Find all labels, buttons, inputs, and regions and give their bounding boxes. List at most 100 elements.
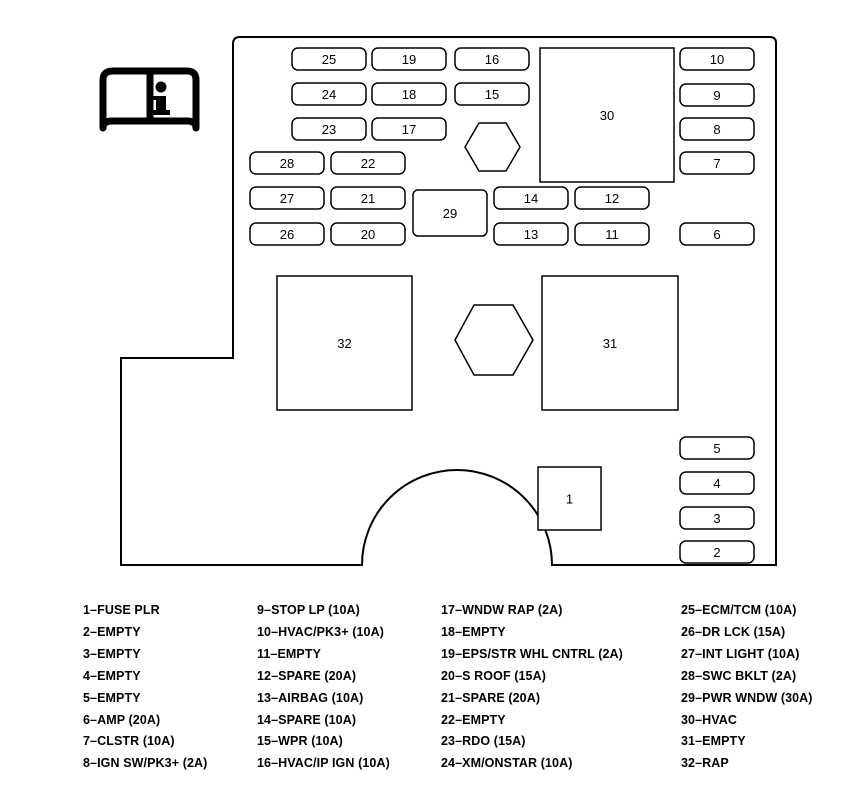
relay-1: 1: [537, 466, 602, 531]
relay-label: 1: [566, 492, 573, 507]
legend-entry: 10–HVAC/PK3+ (10A): [257, 624, 384, 639]
legend-entry: 15–WPR (10A): [257, 734, 343, 749]
fuse-label: 3: [713, 511, 720, 526]
legend-entry: 30–HVAC: [681, 712, 738, 727]
fuse-22: 22: [330, 151, 406, 175]
fuse-label: 19: [402, 52, 416, 67]
fuse-23: 23: [291, 117, 367, 141]
legend-entry: 24–XM/ONSTAR (10A): [441, 756, 573, 771]
fuse-label: 10: [710, 52, 724, 67]
fuse-12: 12: [574, 186, 650, 210]
relay-30: 30: [539, 47, 675, 183]
fuse-label: 23: [322, 122, 336, 137]
legend-entry: 27–INT LIGHT (10A): [681, 646, 800, 661]
fuse-label: 17: [402, 122, 416, 137]
fuse-label: 7: [713, 156, 720, 171]
fuse-label: 12: [605, 191, 619, 206]
fuse-label: 28: [280, 156, 294, 171]
relay-label: 30: [600, 108, 614, 123]
fuse-6: 6: [679, 222, 755, 246]
hex-bolt-lower: [454, 304, 534, 376]
fuse-3: 3: [679, 506, 755, 530]
owner-manual-info-icon: [99, 67, 200, 132]
fuse-2: 2: [679, 540, 755, 564]
fuse-label: 9: [713, 88, 720, 103]
legend-entry: 28–SWC BKLT (2A): [681, 668, 797, 683]
fuse-14: 14: [493, 186, 569, 210]
fuse-label: 22: [361, 156, 375, 171]
fuse-4: 4: [679, 471, 755, 495]
fuse-5: 5: [679, 436, 755, 460]
fuse-20: 20: [330, 222, 406, 246]
legend-entry: 14–SPARE (10A): [257, 712, 357, 727]
legend-entry: 8–IGN SW/PK3+ (2A): [83, 756, 208, 771]
fuse-label: 13: [524, 227, 538, 242]
fuse-28: 28: [249, 151, 325, 175]
legend-entry: 32–RAP: [681, 756, 729, 771]
legend-entry: 6–AMP (20A): [83, 712, 161, 727]
fuse-21: 21: [330, 186, 406, 210]
legend-entry: 21–SPARE (20A): [441, 690, 541, 705]
fuse-label: 8: [713, 122, 720, 137]
legend-entry: 16–HVAC/IP IGN (10A): [257, 756, 390, 771]
legend-entry: 25–ECM/TCM (10A): [681, 603, 797, 617]
legend-entry: 17–WNDW RAP (2A): [441, 603, 563, 617]
legend-entry: 31–EMPTY: [681, 734, 746, 749]
fuse-13: 13: [493, 222, 569, 246]
fuse-18: 18: [371, 82, 447, 106]
fuse-label: 15: [485, 87, 499, 102]
fuse-label: 14: [524, 191, 538, 206]
fuse-label: 16: [485, 52, 499, 67]
fuse-16: 16: [454, 47, 530, 71]
relay-label: 31: [603, 336, 617, 351]
fuse-label: 21: [361, 191, 375, 206]
fuse-label: 4: [713, 476, 720, 491]
fuse-27: 27: [249, 186, 325, 210]
relay-label: 32: [337, 336, 351, 351]
fuse-11: 11: [574, 222, 650, 246]
fuse-label: 24: [322, 87, 336, 102]
fuse-19: 19: [371, 47, 447, 71]
hex-bolt-upper: [464, 122, 521, 172]
legend-entry: 22–EMPTY: [441, 712, 506, 727]
legend-entry: 3–EMPTY: [83, 646, 141, 661]
legend-entry: 5–EMPTY: [83, 690, 141, 705]
legend-entry: 23–RDO (15A): [441, 734, 526, 749]
fuse-7: 7: [679, 151, 755, 175]
legend-entry: 20–S ROOF (15A): [441, 668, 547, 683]
legend-entry: 11–EMPTY: [257, 646, 322, 661]
legend-entry: 9–STOP LP (10A): [257, 603, 360, 617]
fuse-label: 27: [280, 191, 294, 206]
fuse-label: 20: [361, 227, 375, 242]
fuse-label: 2: [713, 545, 720, 560]
legend-entry: 13–AIRBAG (10A): [257, 690, 364, 705]
legend-entry: 4–EMPTY: [83, 668, 141, 683]
fuse-label: 26: [280, 227, 294, 242]
legend-entry: 12–SPARE (20A): [257, 668, 357, 683]
legend-entry: 2–EMPTY: [83, 624, 141, 639]
fuse-10: 10: [679, 47, 755, 71]
legend-entry: 1–FUSE PLR: [83, 603, 160, 617]
legend-entry: 7–CLSTR (10A): [83, 734, 175, 749]
fuse-25: 25: [291, 47, 367, 71]
fuse-24: 24: [291, 82, 367, 106]
fuse-17: 17: [371, 117, 447, 141]
legend-entry: 18–EMPTY: [441, 624, 506, 639]
fuse-26: 26: [249, 222, 325, 246]
relay-label: 29: [443, 206, 457, 221]
legend-entry: 19–EPS/STR WHL CNTRL (2A): [441, 646, 623, 661]
fuse-label: 11: [605, 227, 619, 242]
relay-29: 29: [412, 189, 488, 237]
relay-32: 32: [276, 275, 413, 411]
fuse-label: 18: [402, 87, 416, 102]
fuse-label: 5: [713, 441, 720, 456]
fuse-15: 15: [454, 82, 530, 106]
fuse-9: 9: [679, 83, 755, 107]
fuse-label: 25: [322, 52, 336, 67]
fuse-8: 8: [679, 117, 755, 141]
fuse-label: 6: [713, 227, 720, 242]
relay-31: 31: [541, 275, 679, 411]
legend-entry: 29–PWR WNDW (30A): [681, 690, 813, 705]
